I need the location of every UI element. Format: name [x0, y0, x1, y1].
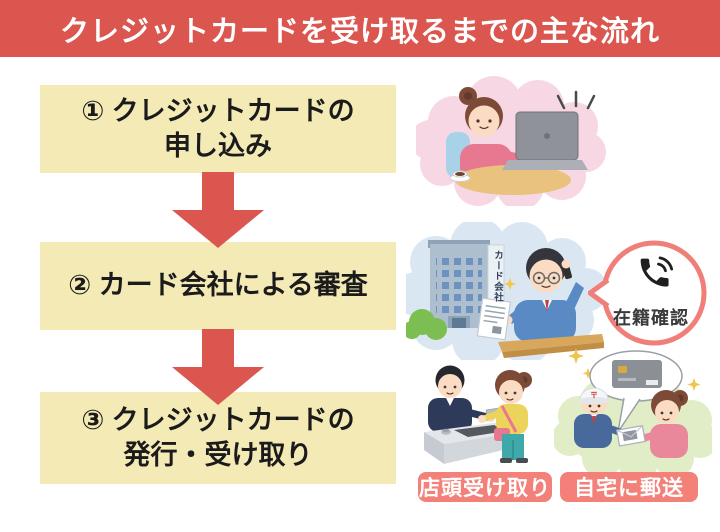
- phone-in-talk-icon: [640, 256, 674, 287]
- step-1-apply-box: ① クレジットカードの 申し込み: [40, 85, 396, 173]
- header-banner: クレジットカードを受け取るまでの主な流れ: [0, 0, 720, 57]
- step-3-line-1: ③ クレジットカードの: [81, 404, 355, 435]
- step-2-screening-box: ② カード会社による審査: [40, 242, 396, 330]
- recipient-woman: [634, 390, 688, 458]
- step-2-line-1: ② カード会社による審査: [68, 270, 368, 301]
- bubble-shape: [588, 240, 707, 346]
- store-pickup-label: 店頭受け取り: [418, 472, 552, 502]
- mail-to-home-label: 自宅に郵送: [560, 472, 698, 502]
- verification-label: 在籍確認: [613, 308, 689, 328]
- screening-clerk: [503, 248, 584, 342]
- coffee-cup: [449, 170, 471, 182]
- sparkle-icon: [504, 278, 516, 290]
- screening-illustration: [406, 222, 604, 360]
- mail-delivery-illustration: 〒: [554, 348, 712, 472]
- step-3-receive-box: ③ クレジットカードの 発行・受け取り: [40, 392, 396, 484]
- credit-card: [612, 360, 662, 388]
- application-document: [476, 297, 512, 341]
- page-title: クレジットカードを受け取るまでの主な流れ: [59, 15, 660, 48]
- envelope: [616, 424, 646, 447]
- arrow-down-icon: [172, 329, 264, 405]
- desk: [498, 334, 604, 352]
- building-sign-label: カード会社: [492, 249, 503, 303]
- clerk: [428, 365, 472, 432]
- sparkle-icon: [568, 348, 701, 391]
- laptop: [502, 111, 588, 170]
- step-1-line-1: ① クレジットカードの: [81, 95, 355, 126]
- card-company-building: [428, 240, 505, 328]
- arrow-down-icon: [172, 172, 264, 248]
- card-speech-bubble: [589, 350, 683, 433]
- postal-mark: 〒: [590, 391, 598, 400]
- table: [455, 165, 571, 195]
- bush: [406, 309, 447, 340]
- customer: [478, 370, 532, 463]
- step-1-line-2: 申し込み: [164, 131, 272, 161]
- verification-bubble: 在籍確認: [588, 238, 714, 348]
- step-3-line-2: 発行・受け取り: [123, 440, 313, 470]
- apply-online-illustration: [416, 76, 606, 206]
- store-pickup-illustration: [424, 365, 532, 464]
- desk-edge: [502, 342, 604, 358]
- activity-lines: [556, 90, 596, 110]
